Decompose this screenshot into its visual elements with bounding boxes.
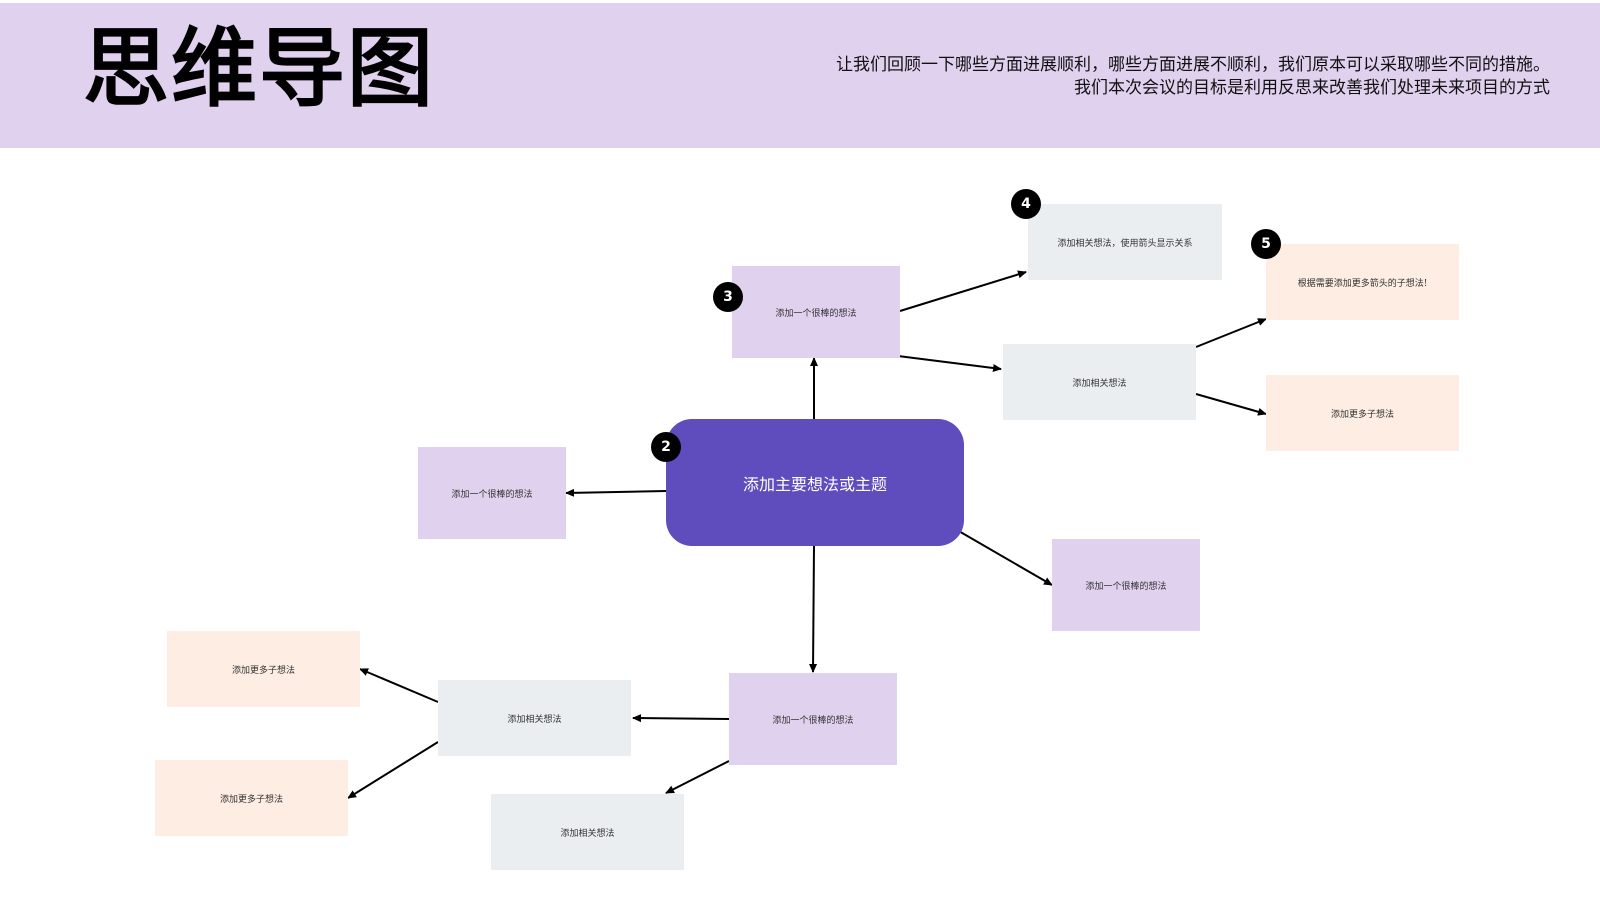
step-badge-2: 2 <box>651 432 681 462</box>
arrow-center-to-left <box>565 488 667 497</box>
idea-node-bottom-label: 添加一个很棒的想法 <box>772 715 854 726</box>
central-topic-label: 添加主要想法或主题 <box>742 474 887 494</box>
related-node-bottom[interactable]: 添加相关想法 <box>491 794 684 870</box>
idea-node-top[interactable]: 添加一个很棒的想法 <box>732 266 900 358</box>
sub-node-arrow-label: 根据需要添加更多箭头的子想法! <box>1297 278 1428 289</box>
arrow-top-to-related-arrow <box>899 270 1027 312</box>
sub-node-left-top-label: 添加更多子想法 <box>231 665 295 676</box>
idea-node-left[interactable]: 添加一个很棒的想法 <box>418 447 566 539</box>
related-node-bottom-label: 添加相关想法 <box>560 828 615 839</box>
arrow-center-to-bottom <box>809 545 818 673</box>
sub-node-left-bottom-label: 添加更多子想法 <box>219 794 283 805</box>
idea-node-top-label: 添加一个很棒的想法 <box>775 308 857 319</box>
step-badge-4: 4 <box>1011 189 1041 219</box>
idea-node-bottom[interactable]: 添加一个很棒的想法 <box>729 673 897 765</box>
arrow-related-to-sub-arrow <box>1195 318 1267 348</box>
sub-node-right-label: 添加更多子想法 <box>1330 409 1394 420</box>
sub-node-left-top[interactable]: 添加更多子想法 <box>167 631 360 707</box>
sub-node-right[interactable]: 添加更多子想法 <box>1266 375 1459 451</box>
related-node-arrow-label: 添加相关想法，使用箭头显示关系 <box>1057 238 1193 249</box>
arrow-center-to-right <box>956 529 1053 586</box>
sub-node-arrow[interactable]: 根据需要添加更多箭头的子想法! <box>1266 244 1459 320</box>
idea-node-left-label: 添加一个很棒的想法 <box>451 489 533 500</box>
related-node-right[interactable]: 添加相关想法 <box>1003 344 1196 420</box>
related-node-right-label: 添加相关想法 <box>1072 378 1127 389</box>
idea-node-right[interactable]: 添加一个很棒的想法 <box>1052 539 1200 631</box>
step-badge-5: 5 <box>1251 229 1281 259</box>
page-subtitle: 让我们回顾一下哪些方面进展顺利，哪些方面进展不顺利，我们原本可以采取哪些不同的措… <box>836 55 1550 98</box>
related-node-bottom-left[interactable]: 添加相关想法 <box>438 680 631 756</box>
related-node-bottom-left-label: 添加相关想法 <box>507 714 562 725</box>
arrow-related-to-sub-right <box>1195 393 1267 416</box>
page-title: 思维导图 <box>83 19 435 119</box>
idea-node-right-label: 添加一个很棒的想法 <box>1085 581 1167 592</box>
arrow-bottom-to-related-left <box>632 714 730 723</box>
sub-node-left-bottom[interactable]: 添加更多子想法 <box>155 760 348 836</box>
arrow-related-to-sub-left-top <box>359 668 439 703</box>
arrow-related-to-sub-left-bottom <box>347 741 439 799</box>
header-banner <box>0 3 1600 148</box>
arrow-bottom-to-related-bottom <box>665 760 730 794</box>
central-topic-node[interactable]: 添加主要想法或主题 <box>666 419 964 546</box>
step-badge-3: 3 <box>713 282 743 312</box>
arrow-top-to-related-right <box>897 355 1002 372</box>
related-node-arrow[interactable]: 添加相关想法，使用箭头显示关系 <box>1028 204 1222 280</box>
